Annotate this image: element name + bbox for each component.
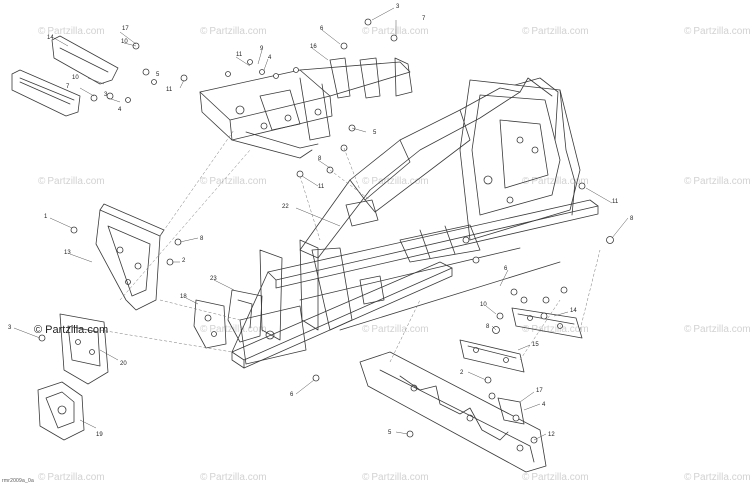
callout-15: 15 (532, 342, 539, 348)
rear-skid-plate (359, 351, 547, 473)
callout-20: 20 (120, 361, 127, 367)
callout-9: 9 (260, 46, 264, 52)
main-frame (231, 77, 599, 369)
callout-8: 8 (486, 324, 490, 330)
callout-11: 11 (236, 52, 243, 58)
callout-numbers: 17 10 14 5 10 7 3 4 11 9 4 16 6 3 7 11 5… (8, 4, 634, 438)
callout-16: 16 (310, 44, 317, 50)
callout-23: 23 (210, 276, 217, 282)
bracket-18 (193, 299, 227, 349)
callout-13: 13 (64, 250, 71, 256)
callout-7: 7 (66, 84, 70, 90)
bumper-bracket (11, 35, 131, 117)
front-skid-plate (95, 203, 165, 311)
callout-11: 11 (166, 87, 173, 93)
support-bracket (497, 397, 525, 425)
callout-3: 3 (8, 325, 12, 331)
callout-5: 5 (156, 72, 160, 78)
leader-lines (13, 7, 629, 441)
callout-11: 11 (318, 184, 325, 190)
callout-10: 10 (72, 75, 79, 81)
callout-4: 4 (542, 402, 546, 408)
callout-14: 14 (570, 308, 577, 314)
fasteners (38, 18, 614, 444)
watermark: ©Partzilla.com (522, 26, 589, 37)
callout-4: 4 (118, 107, 122, 113)
callout-6: 6 (290, 392, 294, 398)
callout-17: 17 (536, 388, 543, 394)
callout-8: 8 (200, 236, 204, 242)
callout-5: 5 (373, 130, 377, 136)
watermark: ©Partzilla.com (362, 26, 429, 37)
callout-6: 6 (320, 26, 324, 32)
watermark: ©Partzilla.com (38, 176, 105, 187)
bracket-23 (227, 289, 263, 343)
watermark: ©Partzilla.com (362, 176, 429, 187)
callout-2: 2 (182, 258, 186, 264)
sub-frame (199, 57, 413, 159)
callout-8: 8 (318, 156, 322, 162)
partzilla-logo: © Partzilla.com (34, 324, 109, 336)
watermark: ©Partzilla.com (38, 26, 105, 37)
callout-3: 3 (104, 92, 108, 98)
watermark: ©Partzilla.com (684, 472, 750, 483)
watermark: ©Partzilla.com (38, 472, 105, 483)
callout-18: 18 (180, 294, 187, 300)
watermark: ©Partzilla.com (200, 324, 267, 335)
side-rail-15 (459, 339, 525, 373)
watermark: ©Partzilla.com (200, 472, 267, 483)
watermark: ©Partzilla.com (522, 472, 589, 483)
callout-14: 14 (47, 35, 54, 41)
callout-17: 17 (122, 26, 129, 32)
front-protector (59, 313, 109, 385)
callout-3: 3 (396, 4, 400, 10)
watermark: ©Partzilla.com (684, 324, 750, 335)
watermark: ©Partzilla.com (362, 324, 429, 335)
callout-12: 12 (548, 432, 555, 438)
side-rail-14 (511, 307, 583, 339)
callout-7: 7 (422, 16, 426, 22)
bumper-foot-bracket (37, 381, 85, 441)
callout-4: 4 (268, 55, 272, 61)
watermark: ©Partzilla.com (200, 26, 267, 37)
callout-1: 1 (44, 214, 48, 220)
callout-2: 2 (460, 370, 464, 376)
watermark: ©Partzilla.com (684, 176, 750, 187)
callout-19: 19 (96, 432, 103, 438)
callout-10: 10 (121, 39, 128, 45)
callout-10: 10 (480, 302, 487, 308)
callout-6: 6 (504, 266, 508, 272)
callout-22: 22 (282, 204, 289, 210)
callout-8: 8 (630, 216, 634, 222)
watermark: ©Partzilla.com (362, 472, 429, 483)
callout-11: 11 (612, 199, 619, 205)
watermark: ©Partzilla.com (200, 176, 267, 187)
assembly-lines (99, 129, 601, 363)
watermark: ©Partzilla.com (684, 26, 750, 37)
watermark: ©Partzilla.com (522, 324, 589, 335)
drawing-code: rmr2009a_0a (2, 478, 34, 484)
callout-5: 5 (388, 430, 392, 436)
